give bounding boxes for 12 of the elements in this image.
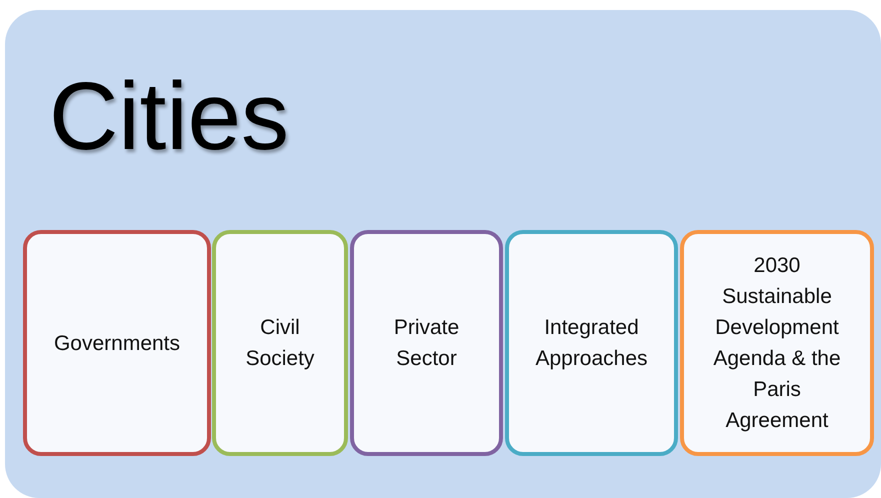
- category-box: [505, 230, 678, 456]
- category-box: [680, 230, 874, 456]
- group-panel: [5, 10, 881, 498]
- category-box: [350, 230, 503, 456]
- category-box: [212, 230, 348, 456]
- box-label: Governments: [54, 330, 180, 356]
- box-label: Integrated Approaches: [534, 315, 649, 372]
- box-label: Civil Society: [244, 315, 316, 372]
- category-box: [23, 230, 211, 456]
- box-label: 2030 Sustainable Development Agenda & the Paris Agreement: [712, 253, 842, 434]
- panel-heading: Cities: [49, 62, 290, 172]
- box-label: Private Sector: [392, 315, 460, 372]
